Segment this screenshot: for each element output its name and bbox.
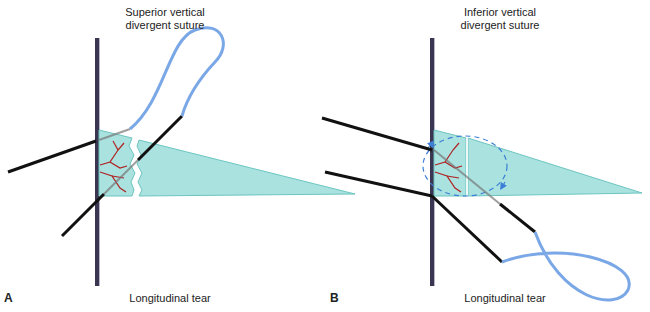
needle-inside <box>434 150 500 204</box>
suture-path-loop <box>423 136 507 196</box>
suture <box>130 28 223 129</box>
panel-heading: Inferior vertical divergent suture <box>441 6 559 31</box>
needle <box>8 141 96 172</box>
needle <box>62 194 104 236</box>
panel-b-art <box>322 38 642 300</box>
panel-a-art <box>8 28 355 286</box>
capsule <box>430 38 434 286</box>
meniscus-inner-piece <box>99 130 135 196</box>
vessels <box>435 143 462 192</box>
panel-heading: Superior vertical divergent suture <box>106 6 224 31</box>
panel-caption: Longitudinal tear <box>430 292 580 305</box>
needle <box>322 118 432 150</box>
panel-caption: Longitudinal tear <box>95 292 245 305</box>
meniscus-outer-piece <box>137 140 355 196</box>
needle <box>432 196 502 262</box>
needle <box>325 172 432 196</box>
direction-arrow <box>428 143 432 148</box>
needle-inside <box>104 160 138 194</box>
capsule <box>95 38 99 286</box>
panel-letter: B <box>330 292 339 306</box>
tear-line <box>466 138 468 196</box>
direction-arrow <box>502 182 505 187</box>
needle <box>500 204 535 232</box>
suture <box>502 232 629 300</box>
panel-letter: A <box>4 292 13 306</box>
needle <box>138 116 182 160</box>
meniscus-outer-piece <box>468 138 642 196</box>
needle-inside <box>99 129 130 140</box>
